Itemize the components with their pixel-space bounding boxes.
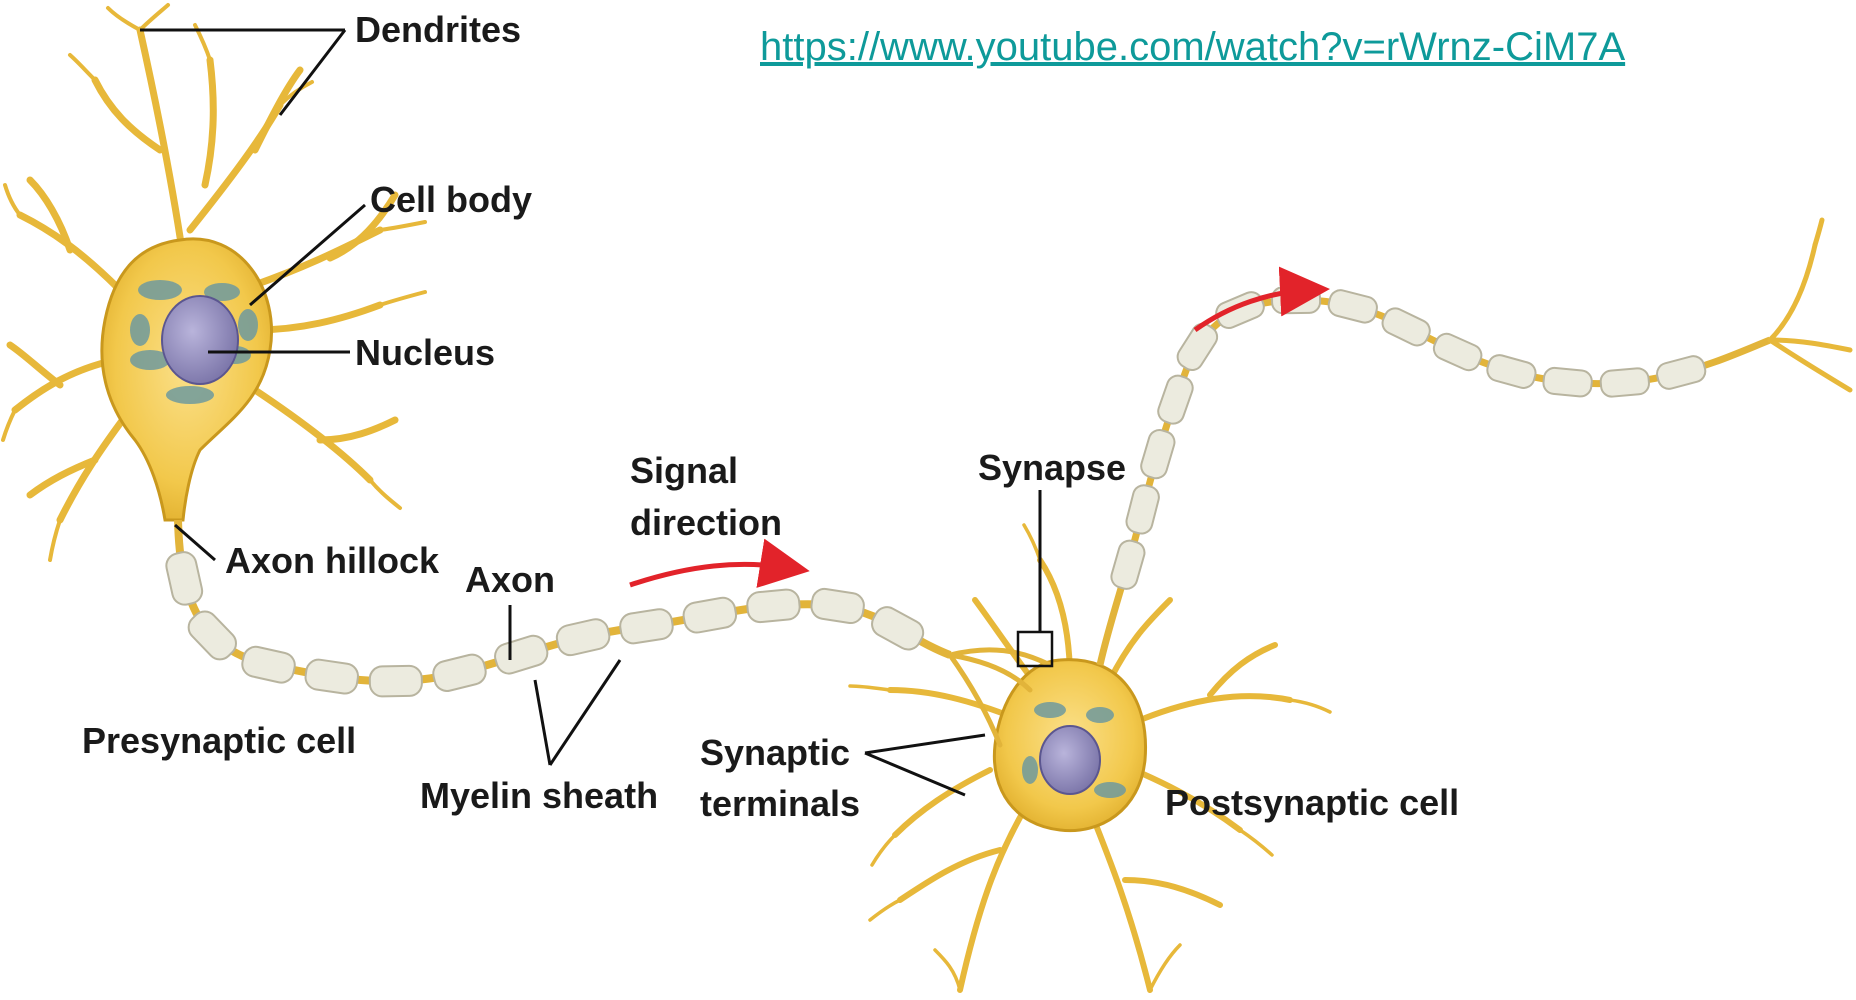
myelin-segment [810,587,866,625]
myelin-segment [304,658,360,695]
dendrites-leader [140,30,345,115]
myelin-segment [164,550,205,607]
myelin-segment [1600,367,1650,397]
label-synaptic-terminals-1: Synaptic [700,732,850,773]
myelin-segment [370,666,423,697]
myelin-segment [431,652,489,694]
presynaptic-nucleus [162,296,238,384]
myelin-segment [1124,483,1161,536]
myelin-segment [618,607,674,645]
myelin-segment [183,606,241,664]
postsynaptic-nucleus [1040,726,1100,794]
myelin-segment [554,617,611,658]
label-postsynaptic-cell: Postsynaptic cell [1165,782,1459,823]
myelin-segment [682,596,738,635]
postsynaptic-myelin-segments [1109,287,1708,592]
myelin-segment [868,603,928,654]
label-axon-hillock: Axon hillock [225,540,440,581]
label-axon: Axon [465,559,555,600]
label-synaptic-terminals-2: terminals [700,783,860,824]
cell-body-leader [250,205,365,305]
synaptic-terminals-leader [865,735,985,795]
label-signal-direction-2: direction [630,502,782,543]
signal-direction-arrow [630,564,790,585]
myelin-segment [1543,367,1593,397]
label-signal-direction-1: Signal [630,450,738,491]
myelin-segment [1326,288,1379,325]
label-synapse: Synapse [978,447,1126,488]
myelin-sheath-leader [535,660,620,765]
myelin-segment [1139,427,1178,480]
myelin-segment [1379,305,1434,349]
axon-terminal-branches [1770,220,1850,390]
label-myelin-sheath: Myelin sheath [420,775,658,816]
label-nucleus: Nucleus [355,332,495,373]
label-cell-body: Cell body [370,179,532,220]
postsynaptic-neuron [850,220,1850,990]
myelin-segment [1155,373,1195,427]
myelin-segment [1485,353,1538,391]
source-link[interactable]: https://www.youtube.com/watch?v=rWrnz-Ci… [760,25,1625,69]
label-dendrites: Dendrites [355,9,521,50]
source-link-text[interactable]: https://www.youtube.com/watch?v=rWrnz-Ci… [760,25,1625,69]
myelin-segment [240,644,297,685]
myelin-segment [746,589,801,624]
label-presynaptic-cell: Presynaptic cell [82,720,356,761]
myelin-segment [1213,289,1267,332]
myelin-segment [1655,354,1708,391]
myelin-segment [1430,330,1484,373]
myelin-segment [1109,538,1147,591]
myelin-segment [492,633,551,677]
